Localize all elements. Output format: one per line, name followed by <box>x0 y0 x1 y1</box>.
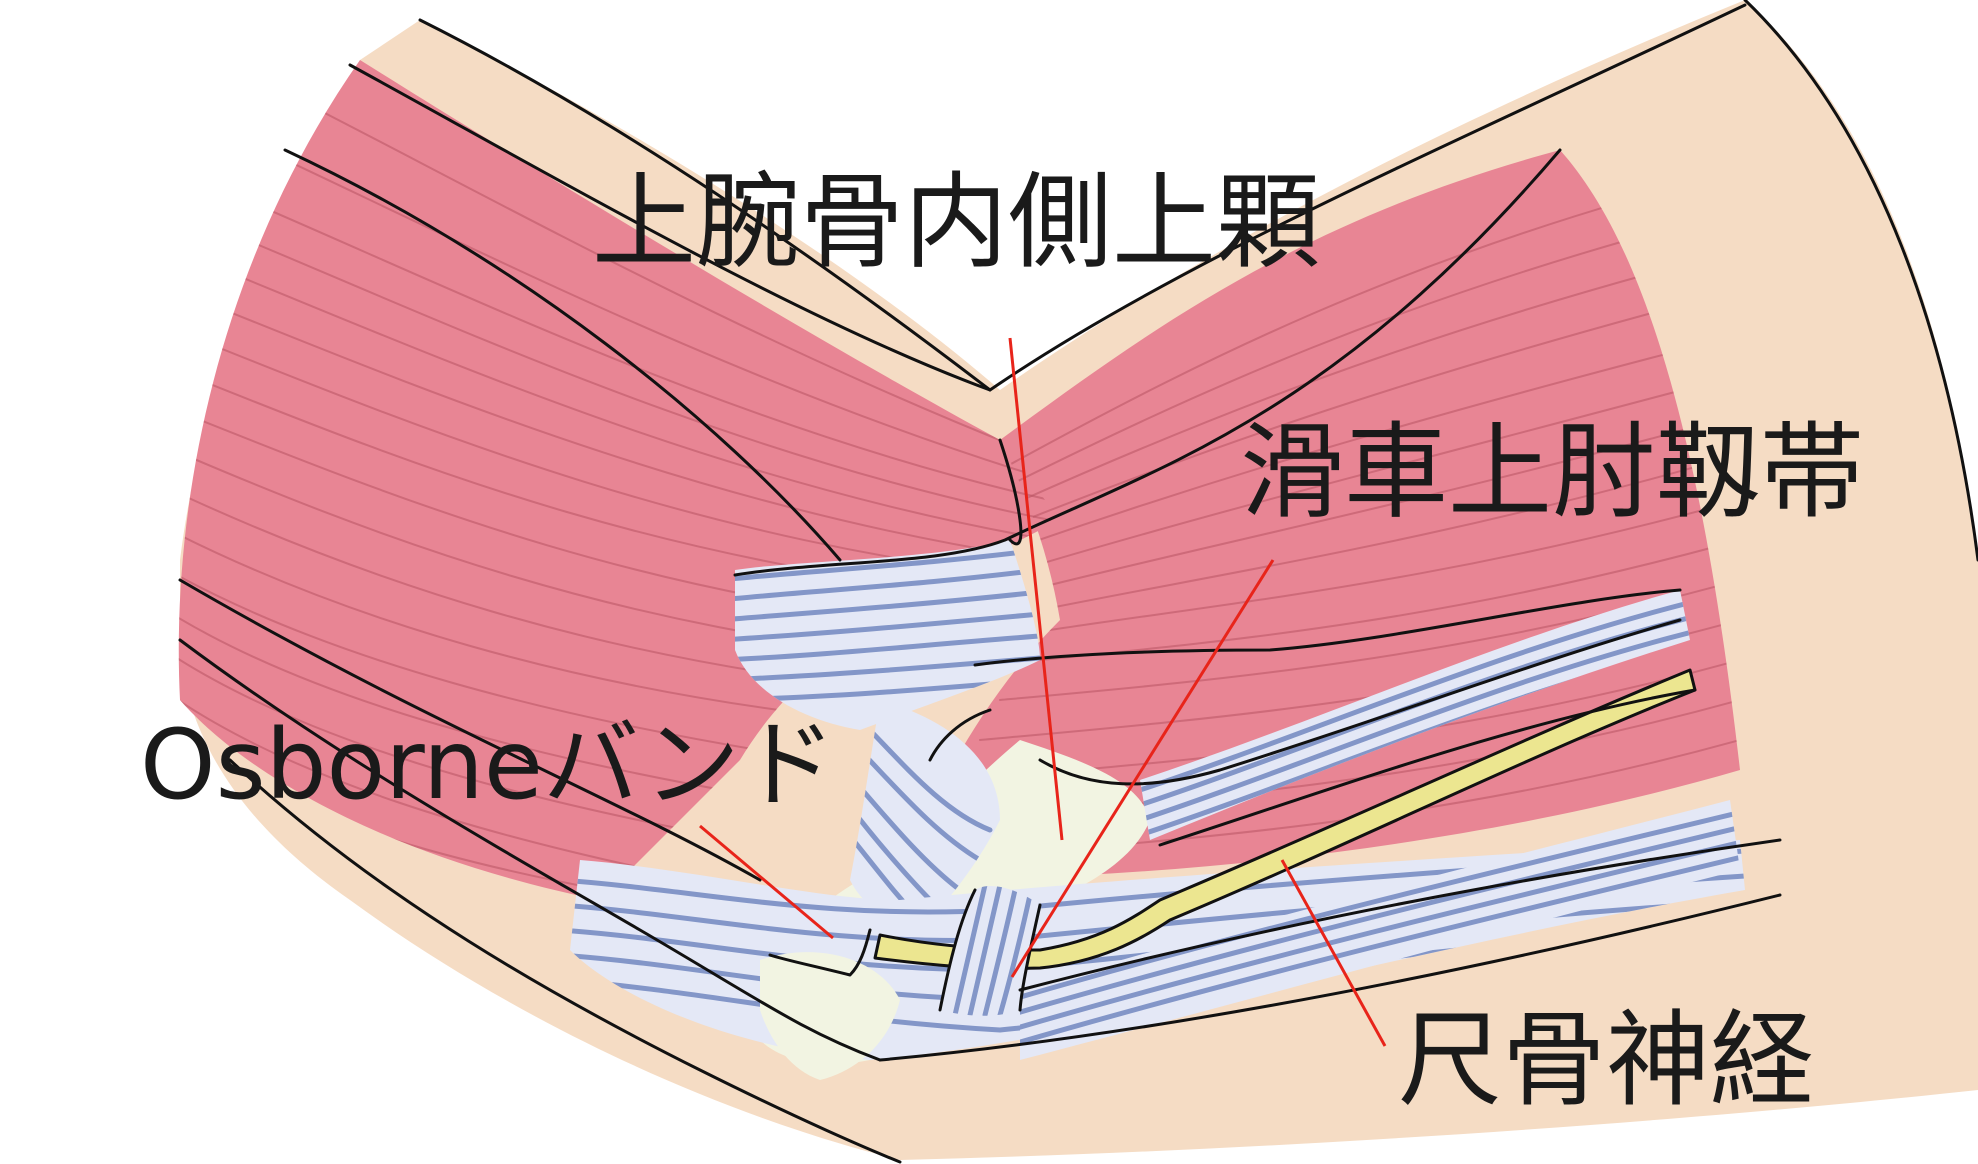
leader-lines <box>699 337 1387 1047</box>
osborne-band-outline <box>938 888 1042 1012</box>
osborne-band-ligament <box>940 885 1040 1016</box>
upper-flexor-tendon <box>735 540 1040 730</box>
ulnar-nerve <box>873 668 1697 970</box>
forearm-flexor-muscle-left <box>178 60 1060 900</box>
leader-osborne-band <box>699 824 834 940</box>
tendon-edge-left <box>768 928 872 977</box>
leader-ulnar-nerve <box>1280 859 1387 1047</box>
label-osborne-band: Osborneバンド <box>140 709 836 821</box>
contour-lines <box>178 0 1978 1164</box>
flexor-tendon-upper-band <box>1140 590 1690 840</box>
forearm-flexor-muscle-right <box>900 150 1740 880</box>
osborne-band-fibers <box>952 885 1033 1016</box>
label-ulnar-nerve: 尺骨神経 <box>1398 999 1814 1121</box>
leader-epitrochleoanconeus <box>1010 559 1275 978</box>
label-epitrochleoanconeus-ligament: 滑車上肘靱帯 <box>1240 411 1864 533</box>
right-band-fibers <box>1020 807 1740 1048</box>
olecranon-bone <box>760 952 900 1080</box>
leader-medial-epicondyle <box>1008 337 1064 841</box>
label-medial-epicondyle: 上腕骨内側上顆 <box>592 161 1320 283</box>
